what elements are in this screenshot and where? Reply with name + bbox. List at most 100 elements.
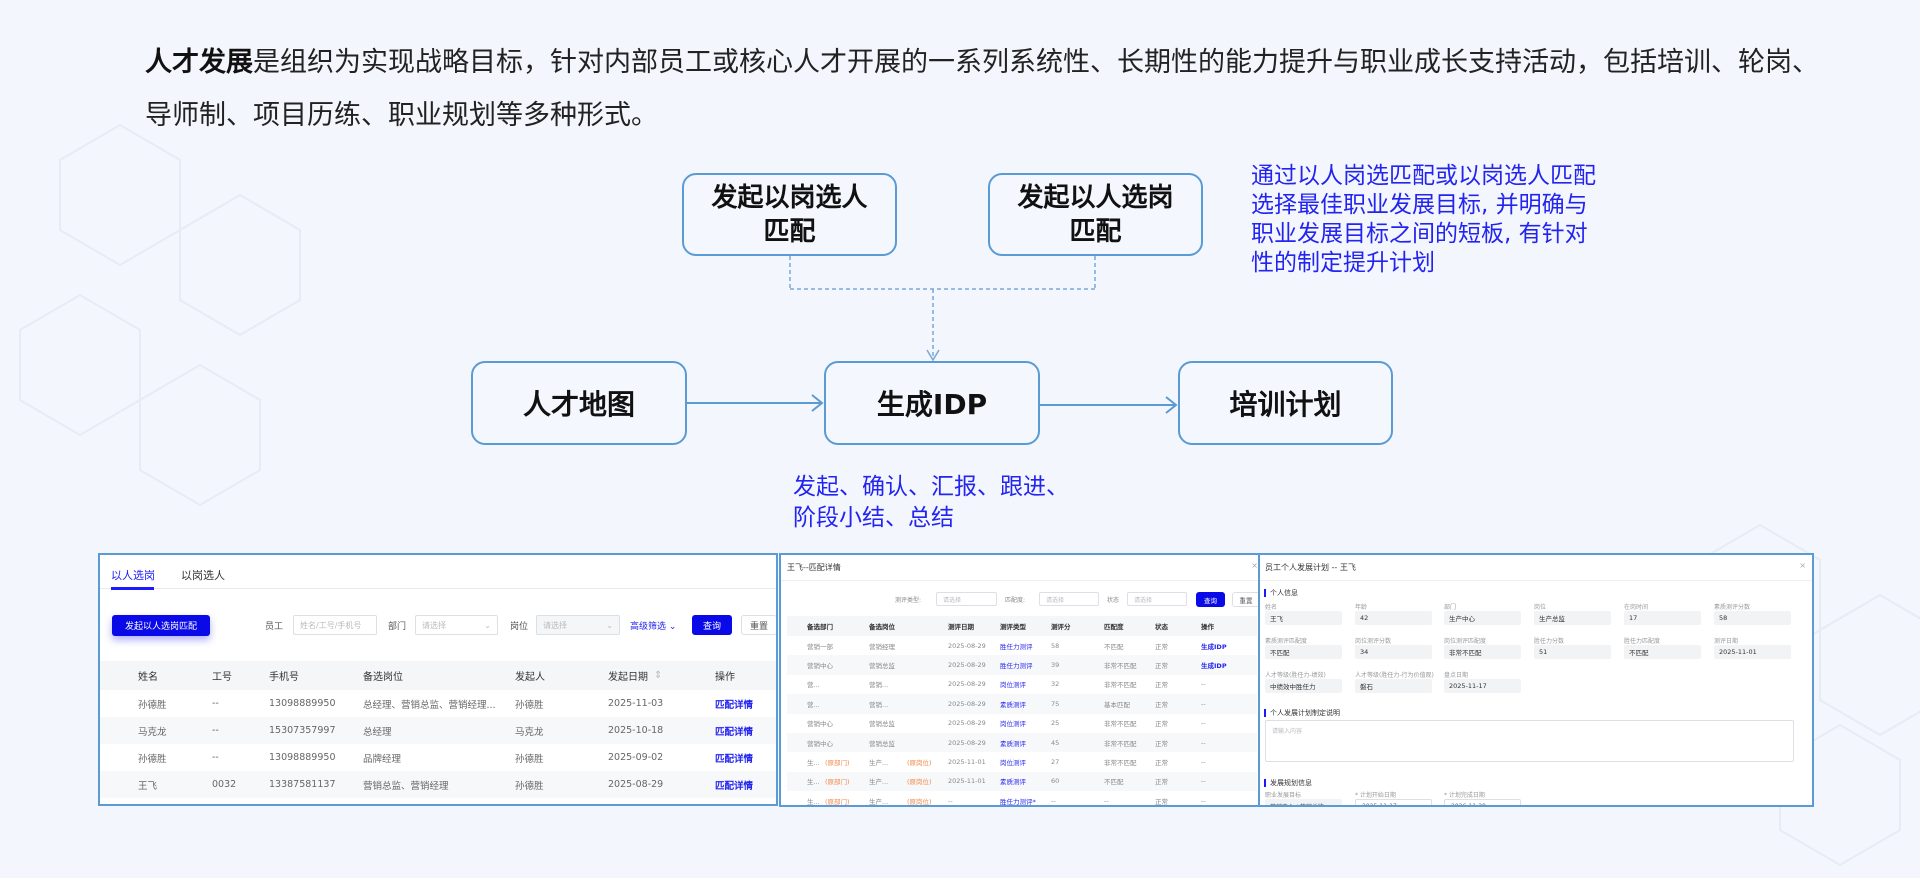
field-label: 年龄 [1355,604,1368,611]
table-cell: 正常 [1155,662,1168,671]
plan-description-textarea[interactable]: 请输入内容 [1265,720,1794,762]
section-plan-info: 发展规划信息 [1264,779,1312,787]
table-cell: 27 [1051,758,1060,767]
reset-button[interactable]: 重置 [1232,592,1260,607]
original-dept-tag: (原部门) [825,797,850,806]
close-icon[interactable]: × [1799,561,1806,570]
column-header: 姓名 [138,672,158,683]
start-match-button[interactable]: 发起以人选岗匹配 [112,615,210,636]
table-cell: 马克龙 [515,726,544,738]
table-cell: 总经理、营销总监、营销经理... [363,699,496,711]
tab-person-to-post[interactable]: 以人选岗 [111,569,155,582]
table-cell[interactable]: 匹配详情 [715,780,754,792]
note-top: 通过以人岗选匹配或以岗选人匹配 选择最佳职业发展目标, 并明确与 职业发展目标之… [1251,162,1596,278]
date-picker-input[interactable]: 2026-11-30 [1444,799,1521,805]
field-value: 非常不匹配 [1444,645,1521,659]
table-cell: -- [212,725,219,736]
table-cell: 13387581137 [269,779,336,790]
table-cell: 营销中心 [807,662,833,671]
match-degree-select[interactable]: 请选择 [1039,592,1099,606]
reset-button[interactable]: 重置 [741,615,776,635]
table-cell: 2025-11-03 [608,698,664,709]
table-cell: 非常不匹配 [1104,681,1137,690]
advanced-filter-link[interactable]: 高级筛选 ⌄ [630,619,676,632]
field-value: 34 [1355,645,1432,659]
status-select[interactable]: 请选择 [1127,592,1187,606]
table-cell: -- [1201,796,1206,805]
post-label: 岗位 [510,622,529,632]
table-cell[interactable]: 岗位测评 [1000,681,1026,690]
table-cell: 生... [807,797,820,806]
eval-type-label: 测评类型: [895,597,922,604]
eval-type-select[interactable]: 请选择 [936,592,997,606]
field-value: 2025-11-17 [1444,679,1521,693]
tab-active-indicator [111,587,154,590]
table-cell[interactable]: 胜任力测评* [1000,797,1036,806]
arrowhead-icon [926,349,940,362]
field-label: 素质测评匹配度 [1265,638,1308,645]
table-cell: 60 [1051,777,1060,786]
dept-select[interactable]: 请选择⌄ [415,615,498,635]
table-cell[interactable]: 匹配详情 [715,699,754,711]
column-header: 备选岗位 [869,623,895,631]
table-cell[interactable]: 岗位测评 [1000,720,1026,729]
table-cell: 营销中心 [807,739,833,748]
table-cell[interactable]: 素质测评 [1000,778,1026,787]
dept-label: 部门 [388,622,407,632]
employee-search-input[interactable]: 姓名/工号/手机号 [293,615,377,635]
table-cell[interactable]: 岗位测评 [1000,759,1026,768]
note-line: 选择最佳职业发展目标, 并明确与 [1251,192,1588,218]
table-cell[interactable]: 胜任力测评 [1000,662,1033,671]
table-cell: 非常不匹配 [1104,720,1137,729]
field-label: 人才等级(胜任力-行为价值观) [1355,672,1434,679]
table-cell[interactable]: 素质测评 [1000,700,1026,709]
section-plan-description: 个人发展计划制定说明 [1264,709,1340,717]
field-label: 素质测评分数 [1714,604,1751,611]
sort-icon[interactable]: ⇕ [654,670,663,681]
column-header: 备选部门 [807,623,833,631]
table-cell: 45 [1051,738,1060,747]
table-cell[interactable]: 胜任力测评 [1000,642,1033,651]
query-button[interactable]: 查询 [1196,592,1225,607]
table-cell[interactable]: 素质测评 [1000,739,1026,748]
close-icon[interactable]: × [1251,561,1258,570]
table-cell: 孙德胜 [515,753,544,765]
table-cell[interactable]: 匹配详情 [715,753,754,765]
table-cell: 营销总监 [869,720,895,729]
tab-post-to-person[interactable]: 以岗选人 [181,569,225,582]
column-header[interactable]: 发起日期 [608,672,648,683]
table-cell: -- [948,796,953,805]
table-cell: 2025-11-01 [948,758,986,767]
table-header: 姓名工号手机号备选岗位发起人发起日期 ⇕操作 [100,661,776,690]
table-cell: 不匹配 [1104,642,1124,651]
query-button[interactable]: 查询 [692,615,732,635]
table-cell: 2025-08-29 [948,719,986,728]
field-value: 51 [1534,645,1611,659]
table-cell: 2025-11-01 [948,777,986,786]
field-value: 生产中心 [1444,611,1521,625]
dialog-title: 王飞--匹配详情 [787,563,841,572]
table-cell: -- [212,698,219,709]
table-cell: 非常不匹配 [1104,739,1137,748]
table-cell[interactable]: 生成IDP [1201,642,1227,651]
table-cell: 营销总监、营销经理 [363,780,449,792]
field-label: 姓名 [1265,604,1278,611]
field-label: 胜任力匹配度 [1624,638,1661,645]
table-cell: 营销总监 [869,739,895,748]
table-cell: -- [212,752,219,763]
career-goal-value: 营销中心 / 营销总监 [1265,799,1342,805]
plan-field-label: 职业发展目标 [1265,792,1302,799]
table-cell: 孙德胜 [138,699,167,711]
table-cell[interactable]: 生成IDP [1201,662,1227,671]
table-cell[interactable]: 匹配详情 [715,726,754,738]
field-label: 胜任力分数 [1534,638,1565,645]
post-select[interactable]: 请选择⌄ [536,615,620,635]
field-value: 中绩效中胜任力 [1265,679,1342,693]
date-picker-input[interactable]: 2025-11-17 [1355,799,1432,805]
table-cell: 75 [1051,699,1060,708]
